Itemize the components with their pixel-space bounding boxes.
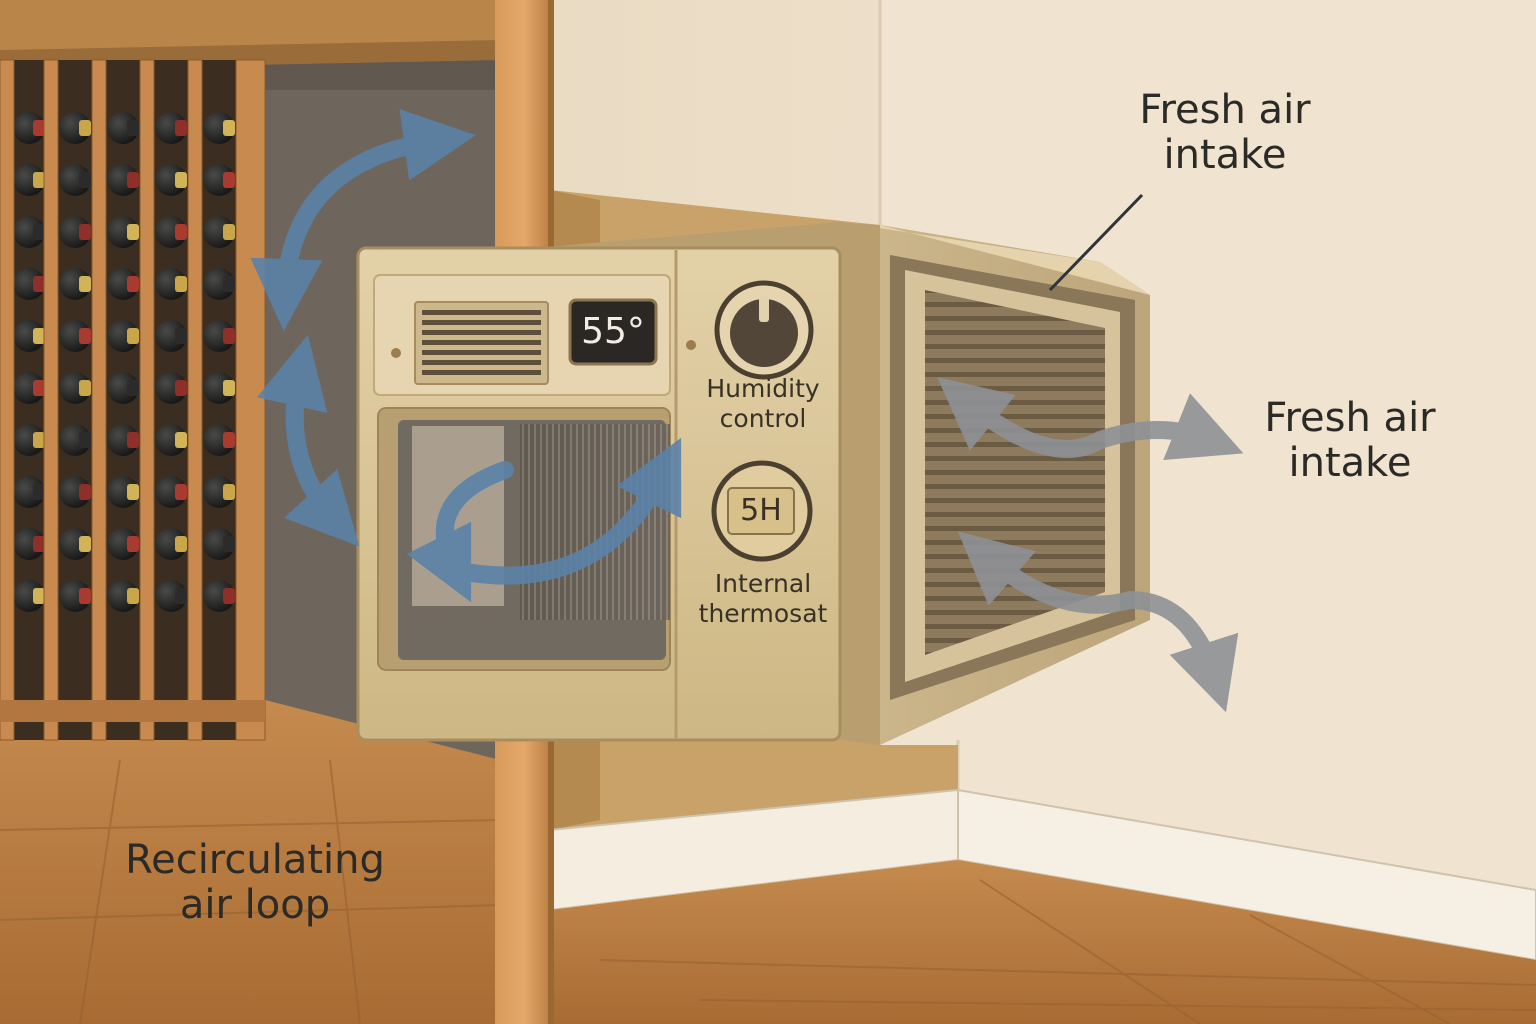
bottle-cap <box>223 276 235 292</box>
grille-slat <box>422 370 541 375</box>
bottle-cap <box>175 536 187 552</box>
bottle-cap <box>127 432 139 448</box>
bottle-cap <box>33 276 45 292</box>
bottle-cap <box>127 380 139 396</box>
bottle-cap <box>175 120 187 136</box>
bottle-cap <box>33 328 45 344</box>
bottle-cap <box>79 276 91 292</box>
baseboard-right <box>957 788 1536 962</box>
screw-left <box>391 348 401 358</box>
bottle-cap <box>175 172 187 188</box>
bottle-cap <box>223 328 235 344</box>
bottle-cap <box>223 588 235 604</box>
fresh-air-intake-top-label: Fresh air intake <box>1139 87 1311 178</box>
bottle-cap <box>127 328 139 344</box>
bottle-cap <box>175 276 187 292</box>
knob-readout: 5H <box>740 493 782 528</box>
bottle-cap <box>127 588 139 604</box>
bottle-cap <box>79 380 91 396</box>
thermostat-dial <box>711 460 813 562</box>
bottle-cap <box>79 484 91 500</box>
bottle-cap <box>175 328 187 344</box>
bottle-cap <box>79 120 91 136</box>
recirculating-arrows <box>250 109 682 603</box>
bottle-cap <box>79 536 91 552</box>
grille-slat <box>422 330 541 335</box>
bottle-cap <box>175 224 187 240</box>
bottle-cap <box>223 224 235 240</box>
bottle-cap <box>79 172 91 188</box>
knob-icon <box>714 280 814 380</box>
grille-slat <box>422 310 541 315</box>
bottle-cap <box>79 432 91 448</box>
temperature-display <box>568 298 658 366</box>
leader-line <box>1048 193 1144 292</box>
bottle-cap <box>79 328 91 344</box>
fresh-air-arrows <box>937 377 1244 713</box>
bottle-cap <box>175 380 187 396</box>
bottle-cap <box>127 276 139 292</box>
bottle-cap <box>175 432 187 448</box>
bottle-cap <box>33 588 45 604</box>
bottle-cap <box>175 588 187 604</box>
bottle-cap <box>175 484 187 500</box>
grille-icon <box>414 301 549 385</box>
bottle-cap <box>33 172 45 188</box>
bottle-cap <box>79 588 91 604</box>
bottle-cap <box>223 432 235 448</box>
grille-slat <box>422 320 541 325</box>
grille-slat <box>422 350 541 355</box>
bottle-cap <box>127 172 139 188</box>
bottle-cap <box>223 380 235 396</box>
bottle-cap <box>33 224 45 240</box>
recirculating-air-loop-label: Recirculating air loop <box>125 837 385 928</box>
bottle-cap <box>33 536 45 552</box>
cellar-floor <box>0 700 500 1024</box>
bottle-cap <box>127 536 139 552</box>
bottle-cap <box>127 484 139 500</box>
bottle-cap <box>223 120 235 136</box>
bottle-cap <box>223 484 235 500</box>
grille-slat <box>422 340 541 345</box>
wine-rack <box>0 59 266 741</box>
bottle-cap <box>223 172 235 188</box>
bottle-cap <box>33 432 45 448</box>
screw-right <box>686 340 696 350</box>
room-floor <box>550 860 1536 1024</box>
fresh-air-intake-right-label: Fresh air intake <box>1264 395 1436 486</box>
bottle-cap <box>127 120 139 136</box>
bottle-cap <box>33 120 45 136</box>
humidity-control-label: Humidity control <box>706 374 820 433</box>
temperature-readout: 55° <box>581 311 645 352</box>
bottle-cap <box>79 224 91 240</box>
bottle-cap <box>33 380 45 396</box>
internal-thermostat-label: Internal thermosat <box>698 569 828 628</box>
grille-slat <box>422 360 541 365</box>
bottle-cap <box>223 536 235 552</box>
bottle-cap <box>33 484 45 500</box>
bottle-cap <box>127 224 139 240</box>
